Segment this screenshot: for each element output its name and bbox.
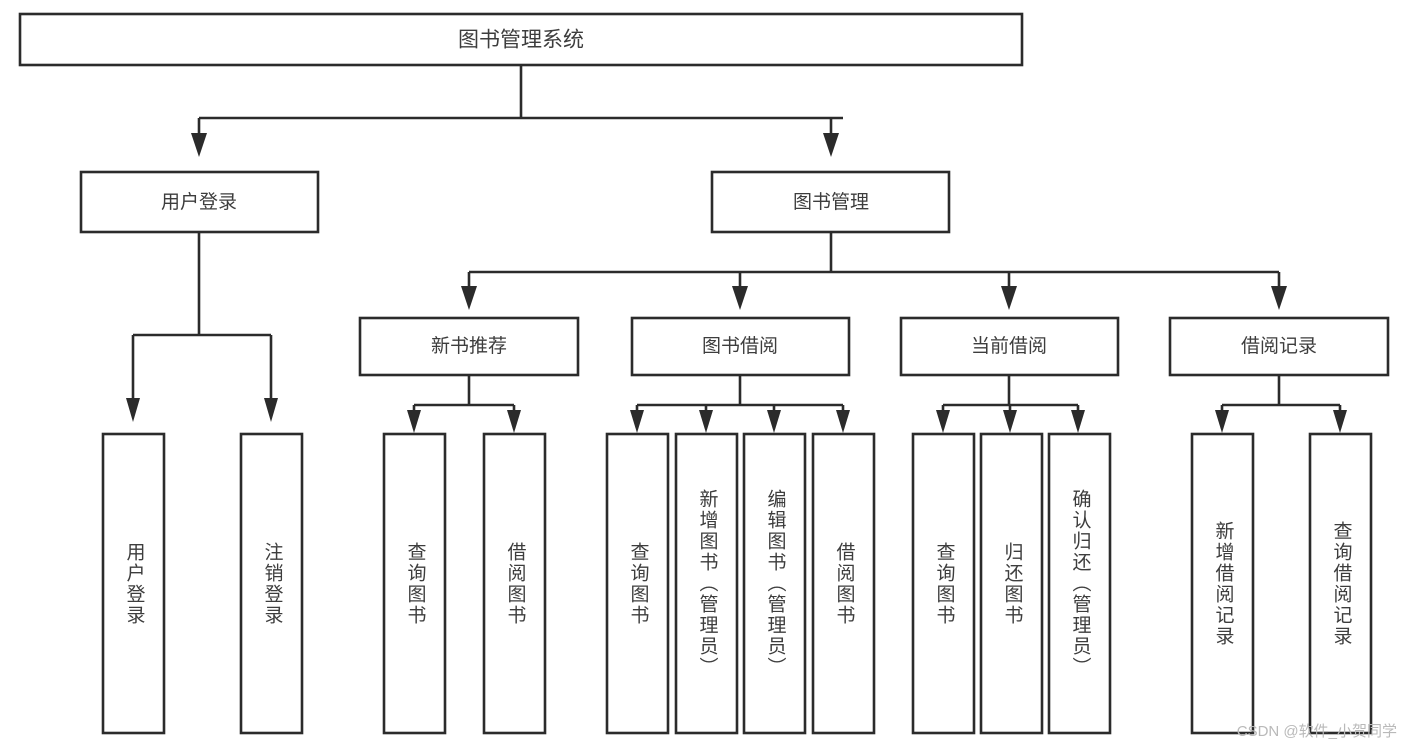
leaf-node-query-book-c[interactable]: 查询图书 <box>911 432 976 735</box>
leaf-node-borrow-book-a-text-area: 借阅图书 <box>504 541 526 626</box>
leaf-node-add-record[interactable]: 新增借阅记录 <box>1190 432 1255 735</box>
arrow-head-leaf-logout <box>264 398 278 422</box>
leaf-node-return-book-text-area: 归还图书 <box>1001 541 1023 626</box>
leaf-node-query-book-a-label: 查询图书 <box>404 541 426 626</box>
leaf-node-edit-book[interactable]: 编辑图书（管理员） <box>742 432 807 735</box>
node-user-login-label: 用户登录 <box>161 191 237 213</box>
leaf-node-add-book-box[interactable] <box>674 432 739 735</box>
arrow-head-leaf-return-book <box>1003 410 1017 433</box>
node-current-borrow-box[interactable] <box>899 316 1120 377</box>
connector-group-user-login-to-leaves <box>126 232 278 422</box>
leaf-node-user-login[interactable]: 用户登录 <box>101 432 166 735</box>
leaf-node-add-book[interactable]: 新增图书（管理员） <box>674 432 739 735</box>
leaf-node-borrow-book-b[interactable]: 借阅图书 <box>811 432 876 735</box>
leaf-node-borrow-book-a[interactable]: 借阅图书 <box>482 432 547 735</box>
leaf-node-query-book-b-label: 查询图书 <box>627 541 649 626</box>
node-book-borrow[interactable]: 图书借阅 <box>630 316 851 377</box>
connector-group-borrow-record-to-leaves <box>1215 375 1347 433</box>
leaf-node-confirm-return[interactable]: 确认归还（管理员） <box>1047 432 1112 735</box>
arrow-head-current-borrow <box>1001 286 1017 310</box>
node-current-borrow-label: 当前借阅 <box>971 335 1047 357</box>
arrow-head-user-login <box>191 133 207 157</box>
node-book-management-label: 图书管理 <box>793 191 869 213</box>
leaf-node-user-login-text-area: 用户登录 <box>123 541 145 626</box>
arrow-head-new-book-recommend <box>461 286 477 310</box>
leaf-node-add-record-label: 新增借阅记录 <box>1212 520 1234 647</box>
leaf-node-query-book-c-box[interactable] <box>911 432 976 735</box>
leaf-node-add-book-label: 新增图书（管理员） <box>696 489 718 678</box>
leaf-node-user-login-box[interactable] <box>101 432 166 735</box>
arrow-head-leaf-edit-book <box>767 410 781 433</box>
leaf-node-add-book-text-area: 新增图书（管理员） <box>696 489 718 678</box>
node-new-book-recommend-label: 新书推荐 <box>431 335 507 357</box>
leaf-node-borrow-book-a-label: 借阅图书 <box>504 541 526 626</box>
leaf-node-query-book-b[interactable]: 查询图书 <box>605 432 670 735</box>
node-root-system[interactable]: 图书管理系统 <box>18 12 1024 67</box>
node-borrow-record-box[interactable] <box>1168 316 1390 377</box>
leaf-node-query-book-c-text-area: 查询图书 <box>933 541 955 626</box>
leaf-node-borrow-book-b-box[interactable] <box>811 432 876 735</box>
arrow-head-leaf-confirm-return <box>1071 410 1085 433</box>
node-current-borrow[interactable]: 当前借阅 <box>899 316 1120 377</box>
leaf-node-return-book-label: 归还图书 <box>1001 541 1023 626</box>
arrow-head-leaf-borrow-book-b <box>836 410 850 433</box>
leaf-node-add-record-text-area: 新增借阅记录 <box>1212 520 1234 647</box>
leaf-node-confirm-return-text-area: 确认归还（管理员） <box>1069 489 1091 678</box>
leaf-node-query-book-b-box[interactable] <box>605 432 670 735</box>
node-book-borrow-label: 图书借阅 <box>702 335 778 357</box>
node-user-login-box[interactable] <box>79 170 320 234</box>
node-book-borrow-box[interactable] <box>630 316 851 377</box>
leaf-node-user-login-label: 用户登录 <box>123 541 145 626</box>
leaf-node-return-book-box[interactable] <box>979 432 1044 735</box>
leaf-node-borrow-book-b-text-area: 借阅图书 <box>833 541 855 626</box>
leaf-node-borrow-book-a-box[interactable] <box>482 432 547 735</box>
leaf-node-logout-label: 注销登录 <box>261 541 283 626</box>
leaf-node-confirm-return-label: 确认归还（管理员） <box>1069 489 1091 678</box>
node-book-management-box[interactable] <box>710 170 951 234</box>
arrow-head-leaf-add-record <box>1215 410 1229 433</box>
arrow-head-leaf-query-record <box>1333 410 1347 433</box>
arrow-head-book-borrow <box>732 286 748 310</box>
arrow-head-leaf-query-book-c <box>936 410 950 433</box>
connector-group-current-borrow-to-leaves <box>936 375 1085 433</box>
leaf-node-logout[interactable]: 注销登录 <box>239 432 304 735</box>
node-user-login[interactable]: 用户登录 <box>79 170 320 234</box>
node-root-system-label: 图书管理系统 <box>458 29 584 52</box>
leaf-node-edit-book-label: 编辑图书（管理员） <box>764 489 786 678</box>
arrow-head-leaf-query-book-a <box>407 410 421 433</box>
node-root-system-box[interactable] <box>18 12 1024 67</box>
leaf-node-query-book-a-text-area: 查询图书 <box>404 541 426 626</box>
leaf-node-borrow-book-b-label: 借阅图书 <box>833 541 855 626</box>
leaf-node-edit-book-text-area: 编辑图书（管理员） <box>764 489 786 678</box>
arrow-head-leaf-add-book <box>699 410 713 433</box>
leaf-node-logout-text-area: 注销登录 <box>261 541 283 626</box>
leaf-node-query-book-a[interactable]: 查询图书 <box>382 432 447 735</box>
leaf-node-query-book-b-text-area: 查询图书 <box>627 541 649 626</box>
leaf-node-logout-box[interactable] <box>239 432 304 735</box>
node-borrow-record-label: 借阅记录 <box>1241 335 1317 357</box>
leaf-node-add-record-box[interactable] <box>1190 432 1255 735</box>
leaf-node-query-record-text-area: 查询借阅记录 <box>1330 520 1352 647</box>
leaf-node-query-record[interactable]: 查询借阅记录 <box>1308 432 1373 735</box>
node-new-book-recommend[interactable]: 新书推荐 <box>358 316 580 377</box>
leaf-node-edit-book-box[interactable] <box>742 432 807 735</box>
arrow-head-borrow-record <box>1271 286 1287 310</box>
leaf-node-confirm-return-box[interactable] <box>1047 432 1112 735</box>
leaf-node-query-record-label: 查询借阅记录 <box>1330 520 1352 647</box>
arrow-head-leaf-borrow-book-a <box>507 410 521 433</box>
leaf-node-query-book-c-label: 查询图书 <box>933 541 955 626</box>
connector-group-book-borrow-to-leaves <box>630 375 850 433</box>
node-borrow-record[interactable]: 借阅记录 <box>1168 316 1390 377</box>
connector-group-new-book-to-leaves <box>407 375 521 433</box>
leaf-node-query-record-box[interactable] <box>1308 432 1373 735</box>
connector-group-book-management-to-level2 <box>461 232 1287 310</box>
arrow-head-leaf-user-login <box>126 398 140 422</box>
leaf-node-return-book[interactable]: 归还图书 <box>979 432 1044 735</box>
arrow-head-leaf-query-book-b <box>630 410 644 433</box>
node-new-book-recommend-box[interactable] <box>358 316 580 377</box>
arrow-head-book-management <box>823 133 839 157</box>
connector-group-root-to-level1 <box>191 65 843 157</box>
node-book-management[interactable]: 图书管理 <box>710 170 951 234</box>
leaf-node-query-book-a-box[interactable] <box>382 432 447 735</box>
